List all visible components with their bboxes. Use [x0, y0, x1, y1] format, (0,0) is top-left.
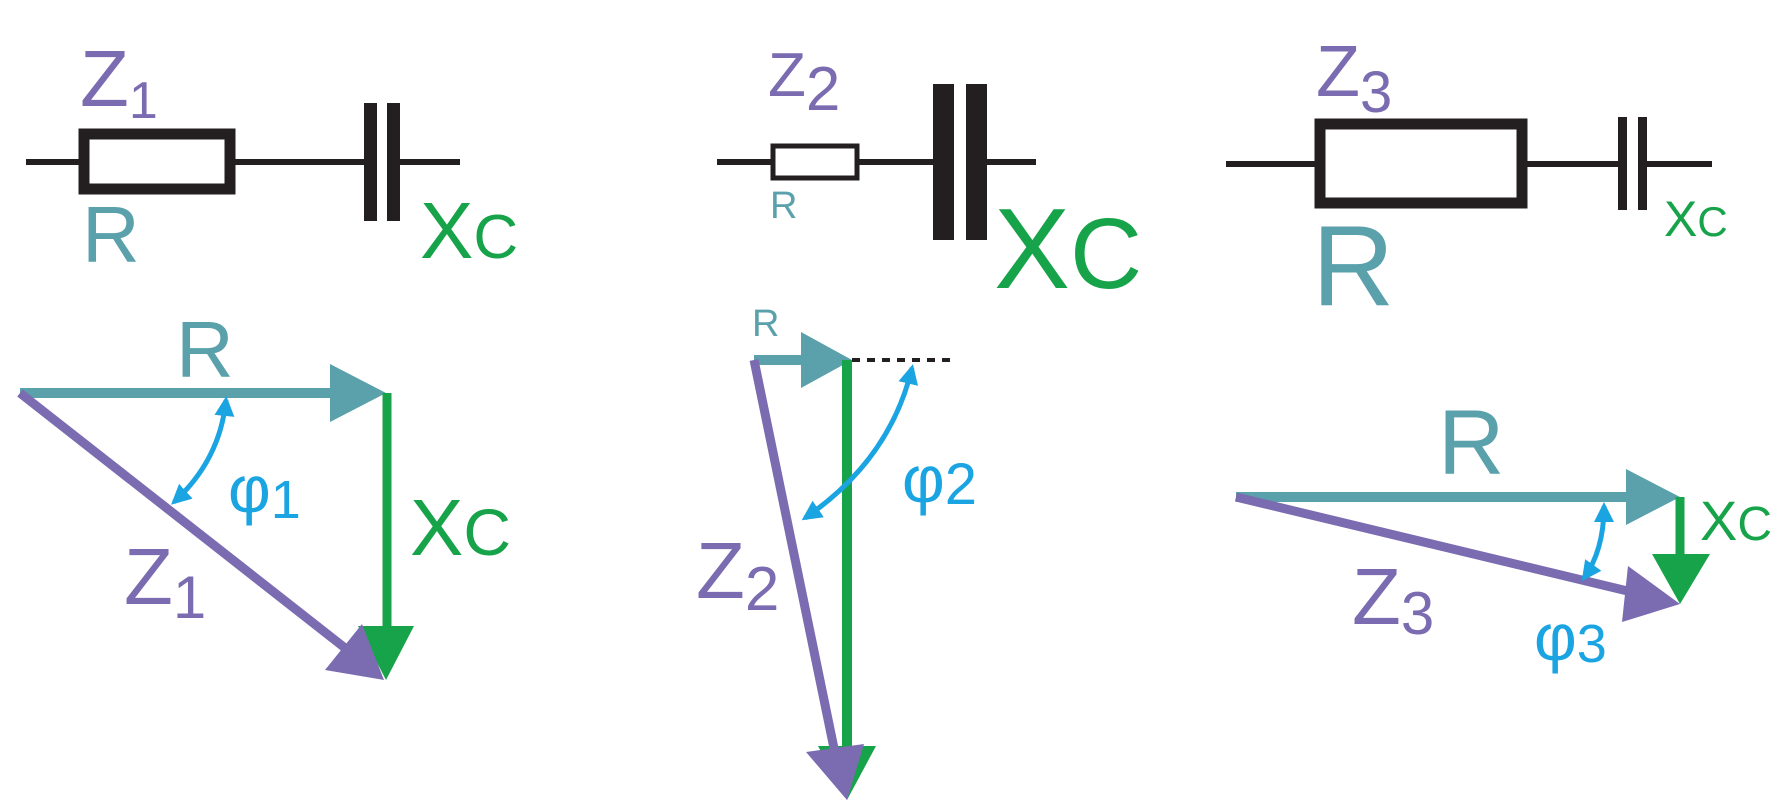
xc-label: XC: [410, 483, 511, 572]
phasor-diagram-1: R φ1 XC Z1: [17, 305, 511, 680]
phi-angle-arc: [1581, 502, 1614, 582]
z-label: Z3: [1352, 552, 1434, 647]
z-arrowhead: [325, 624, 384, 680]
z-arrowhead: [1622, 566, 1680, 622]
phasor-diagram-2: R φ2 Z2: [696, 303, 977, 800]
phi-angle-arc: [171, 396, 235, 505]
z-vector: [17, 389, 348, 652]
phi-label: φ1: [228, 452, 301, 530]
r-label: R: [752, 303, 779, 345]
capacitor-plate-right: [387, 103, 400, 221]
capacitor-plate-right: [1638, 117, 1647, 210]
resistance-label: R: [82, 190, 140, 279]
phi-angle-arc: [801, 364, 918, 521]
impedance-label: Z2: [768, 41, 840, 124]
circuit-2: Z2 R XC: [717, 41, 1142, 313]
r-arrowhead: [330, 364, 386, 422]
resistance-label: R: [1312, 203, 1394, 330]
r-label: R: [1438, 392, 1504, 494]
r-label: R: [176, 305, 234, 394]
reactance-label: XC: [1664, 191, 1728, 247]
resistor-symbol: [770, 143, 860, 181]
impedance-label: Z3: [1316, 32, 1392, 125]
capacitor-plate-right: [966, 84, 987, 240]
phasor-diagram-3: R XC Z3 φ3: [1234, 392, 1772, 674]
circuit-1: Z1 R XC: [26, 34, 518, 279]
xc-label: XC: [1700, 489, 1772, 552]
xc-arrowhead: [1652, 554, 1710, 604]
resistance-label: R: [770, 185, 797, 227]
circuit-3: Z3 R XC: [1226, 32, 1728, 330]
z-arrowhead: [806, 744, 864, 800]
reactance-label: XC: [420, 186, 518, 275]
z-vector: [1234, 492, 1642, 599]
capacitor-plate-left: [933, 84, 954, 240]
xc-arrowhead: [358, 626, 414, 680]
reactance-label: XC: [994, 186, 1142, 313]
z-vector: [749, 359, 841, 759]
capacitor-plate-left: [1618, 117, 1627, 210]
capacitor-plate-left: [364, 103, 377, 221]
phi-label: φ3: [1534, 600, 1607, 674]
z-label: Z2: [696, 526, 779, 624]
z-label: Z1: [124, 532, 206, 631]
phi-label: φ2: [902, 442, 977, 517]
r-arrowhead: [1626, 469, 1680, 525]
impedance-label: Z1: [80, 34, 158, 130]
resistor-symbol: [78, 128, 236, 195]
resistor-symbol: [1314, 118, 1528, 209]
